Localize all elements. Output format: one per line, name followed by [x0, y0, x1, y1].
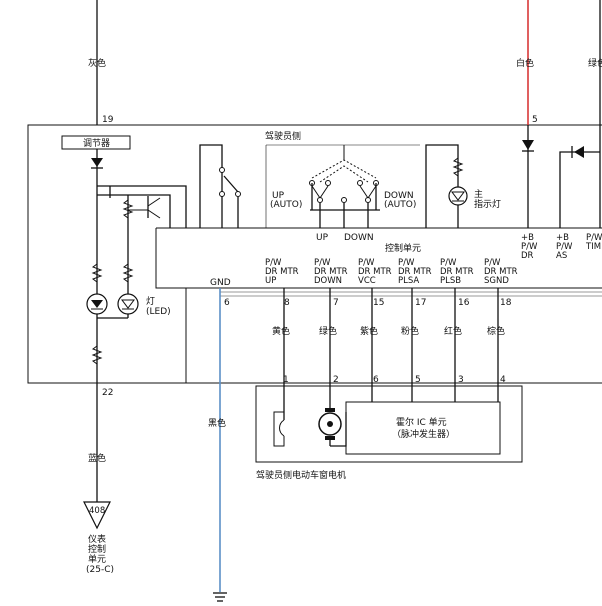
terminal-wires: [283, 288, 499, 420]
right-label-3b: TIM: [585, 242, 601, 252]
terminal-label: DOWN: [314, 276, 342, 286]
right-label-1a: +B: [521, 233, 534, 243]
motor-caption: 驾驶员侧电动车窗电机: [256, 469, 346, 481]
motor-pin: 4: [500, 375, 506, 385]
grey-band: [220, 291, 602, 297]
main-light-label: 主: [474, 188, 483, 200]
control-unit-title: 控制单元: [385, 242, 421, 254]
terminal-label: P/W: [484, 258, 501, 268]
terminal-label: UP: [265, 276, 276, 286]
green-wire-partial: 绿色: [588, 57, 602, 69]
terminal-label: P/W: [358, 258, 375, 268]
terminal-label: P/W: [314, 258, 331, 268]
connector-triangle: [83, 501, 111, 530]
wire-color: 粉色: [401, 325, 419, 337]
wire-color: 紫色: [360, 325, 378, 337]
pin-number: 8: [284, 298, 290, 308]
driver-switch-box: [265, 144, 420, 228]
wire-color: 红色: [444, 325, 462, 337]
pin-19: 19: [102, 115, 114, 125]
black-wire: [213, 288, 227, 602]
terminal-label: DR MTR: [398, 267, 432, 277]
terminal-label: VCC: [358, 276, 376, 286]
down-auto-label: DOWN: [384, 191, 414, 201]
down-label: DOWN: [344, 233, 374, 243]
pin-number: 18: [500, 298, 512, 308]
right-label-2c: AS: [556, 251, 567, 261]
down-auto-sub: (AUTO): [384, 200, 416, 210]
terminal-label: DR MTR: [314, 267, 348, 277]
main-indicator-frame: [425, 144, 468, 228]
motor-pin: 3: [458, 375, 464, 385]
motor-pin: 6: [373, 375, 379, 385]
pin-number: 17: [415, 298, 426, 308]
grey-wire-label: 灰色: [88, 57, 106, 69]
driver-side-title: 驾驶员侧: [265, 130, 301, 142]
pin-22: 22: [102, 388, 113, 398]
lamp-label: 灯: [146, 296, 155, 307]
wire-color: 绿色: [319, 325, 337, 337]
right-label-2a: +B: [556, 233, 569, 243]
terminal-label: P/W: [398, 258, 415, 268]
pin-number: 15: [373, 298, 384, 308]
hall-ic-sub: （脉冲发生器）: [392, 428, 455, 440]
wire-color: 黄色: [272, 325, 290, 337]
right-diode: [559, 125, 601, 228]
destination-label: (25-C): [86, 565, 114, 575]
terminal-label: DR MTR: [358, 267, 392, 277]
outer-switch-box: [27, 124, 602, 384]
left-internal-wiring: [91, 149, 187, 383]
right-label-1c: DR: [521, 251, 534, 261]
regulator-label: 调节器: [83, 138, 110, 149]
pin-number: 7: [333, 298, 339, 308]
black-wire-label: 黑色: [208, 417, 226, 429]
gnd-pin: 6: [224, 298, 230, 308]
sub-panel-lines: [28, 288, 187, 384]
destination-label: 仪表: [88, 533, 106, 545]
gnd-label: GND: [210, 278, 231, 288]
hall-ic-box: [345, 401, 501, 455]
white-wire-label: 白色: [516, 57, 534, 69]
lamp-led-label: (LED): [146, 307, 171, 317]
up-auto-sub: (AUTO): [270, 200, 302, 210]
motor-icon: [318, 408, 342, 440]
terminal-label: P/W: [440, 258, 457, 268]
wire-color-labels: 黄色 绿色 紫色 粉色 红色 棕色: [272, 325, 505, 337]
led-icon: [86, 293, 139, 315]
blue-wire-label: 蓝色: [88, 452, 106, 464]
terminal-label: P/W: [265, 258, 282, 268]
connector-408: 408: [89, 506, 105, 516]
main-light-sub: 指示灯: [474, 198, 501, 210]
terminal-label: DR MTR: [265, 267, 299, 277]
pin-number: 16: [458, 298, 470, 308]
control-unit-box: [155, 227, 602, 289]
motor-pins: 1 2 6 5 3 4: [283, 375, 506, 385]
destination-label: 控制: [88, 543, 106, 555]
motor-pin: 5: [415, 375, 421, 385]
terminal-labels: P/W DR MTR UP P/W DR MTR DOWN P/W DR MTR…: [265, 258, 518, 286]
motor-pin: 1: [283, 375, 289, 385]
pin-5: 5: [532, 115, 538, 125]
motor-box: [255, 385, 523, 463]
switch-frame: [199, 144, 241, 228]
terminal-label: DR MTR: [440, 267, 474, 277]
right-label-1b: P/W: [521, 242, 538, 252]
terminal-pins: 8 7 15 17 16 18: [284, 298, 512, 308]
motor-pin: 2: [333, 375, 339, 385]
terminal-label: SGND: [484, 276, 509, 286]
hall-ic-label: 霍尔 IC 单元: [396, 416, 447, 428]
destination-label: 单元: [88, 553, 106, 565]
right-label-3a: P/W: [586, 233, 602, 243]
terminal-label: DR MTR: [484, 267, 518, 277]
white-wire: [522, 0, 534, 228]
regulator-box: [61, 135, 131, 150]
resistor-icon: [91, 199, 134, 365]
terminal-label: PLSB: [440, 276, 461, 286]
wire-color: 棕色: [487, 325, 505, 337]
terminal-label: PLSA: [398, 276, 419, 286]
up-auto-label: UP: [272, 191, 285, 201]
up-label: UP: [316, 233, 329, 243]
right-label-2b: P/W: [556, 242, 573, 252]
